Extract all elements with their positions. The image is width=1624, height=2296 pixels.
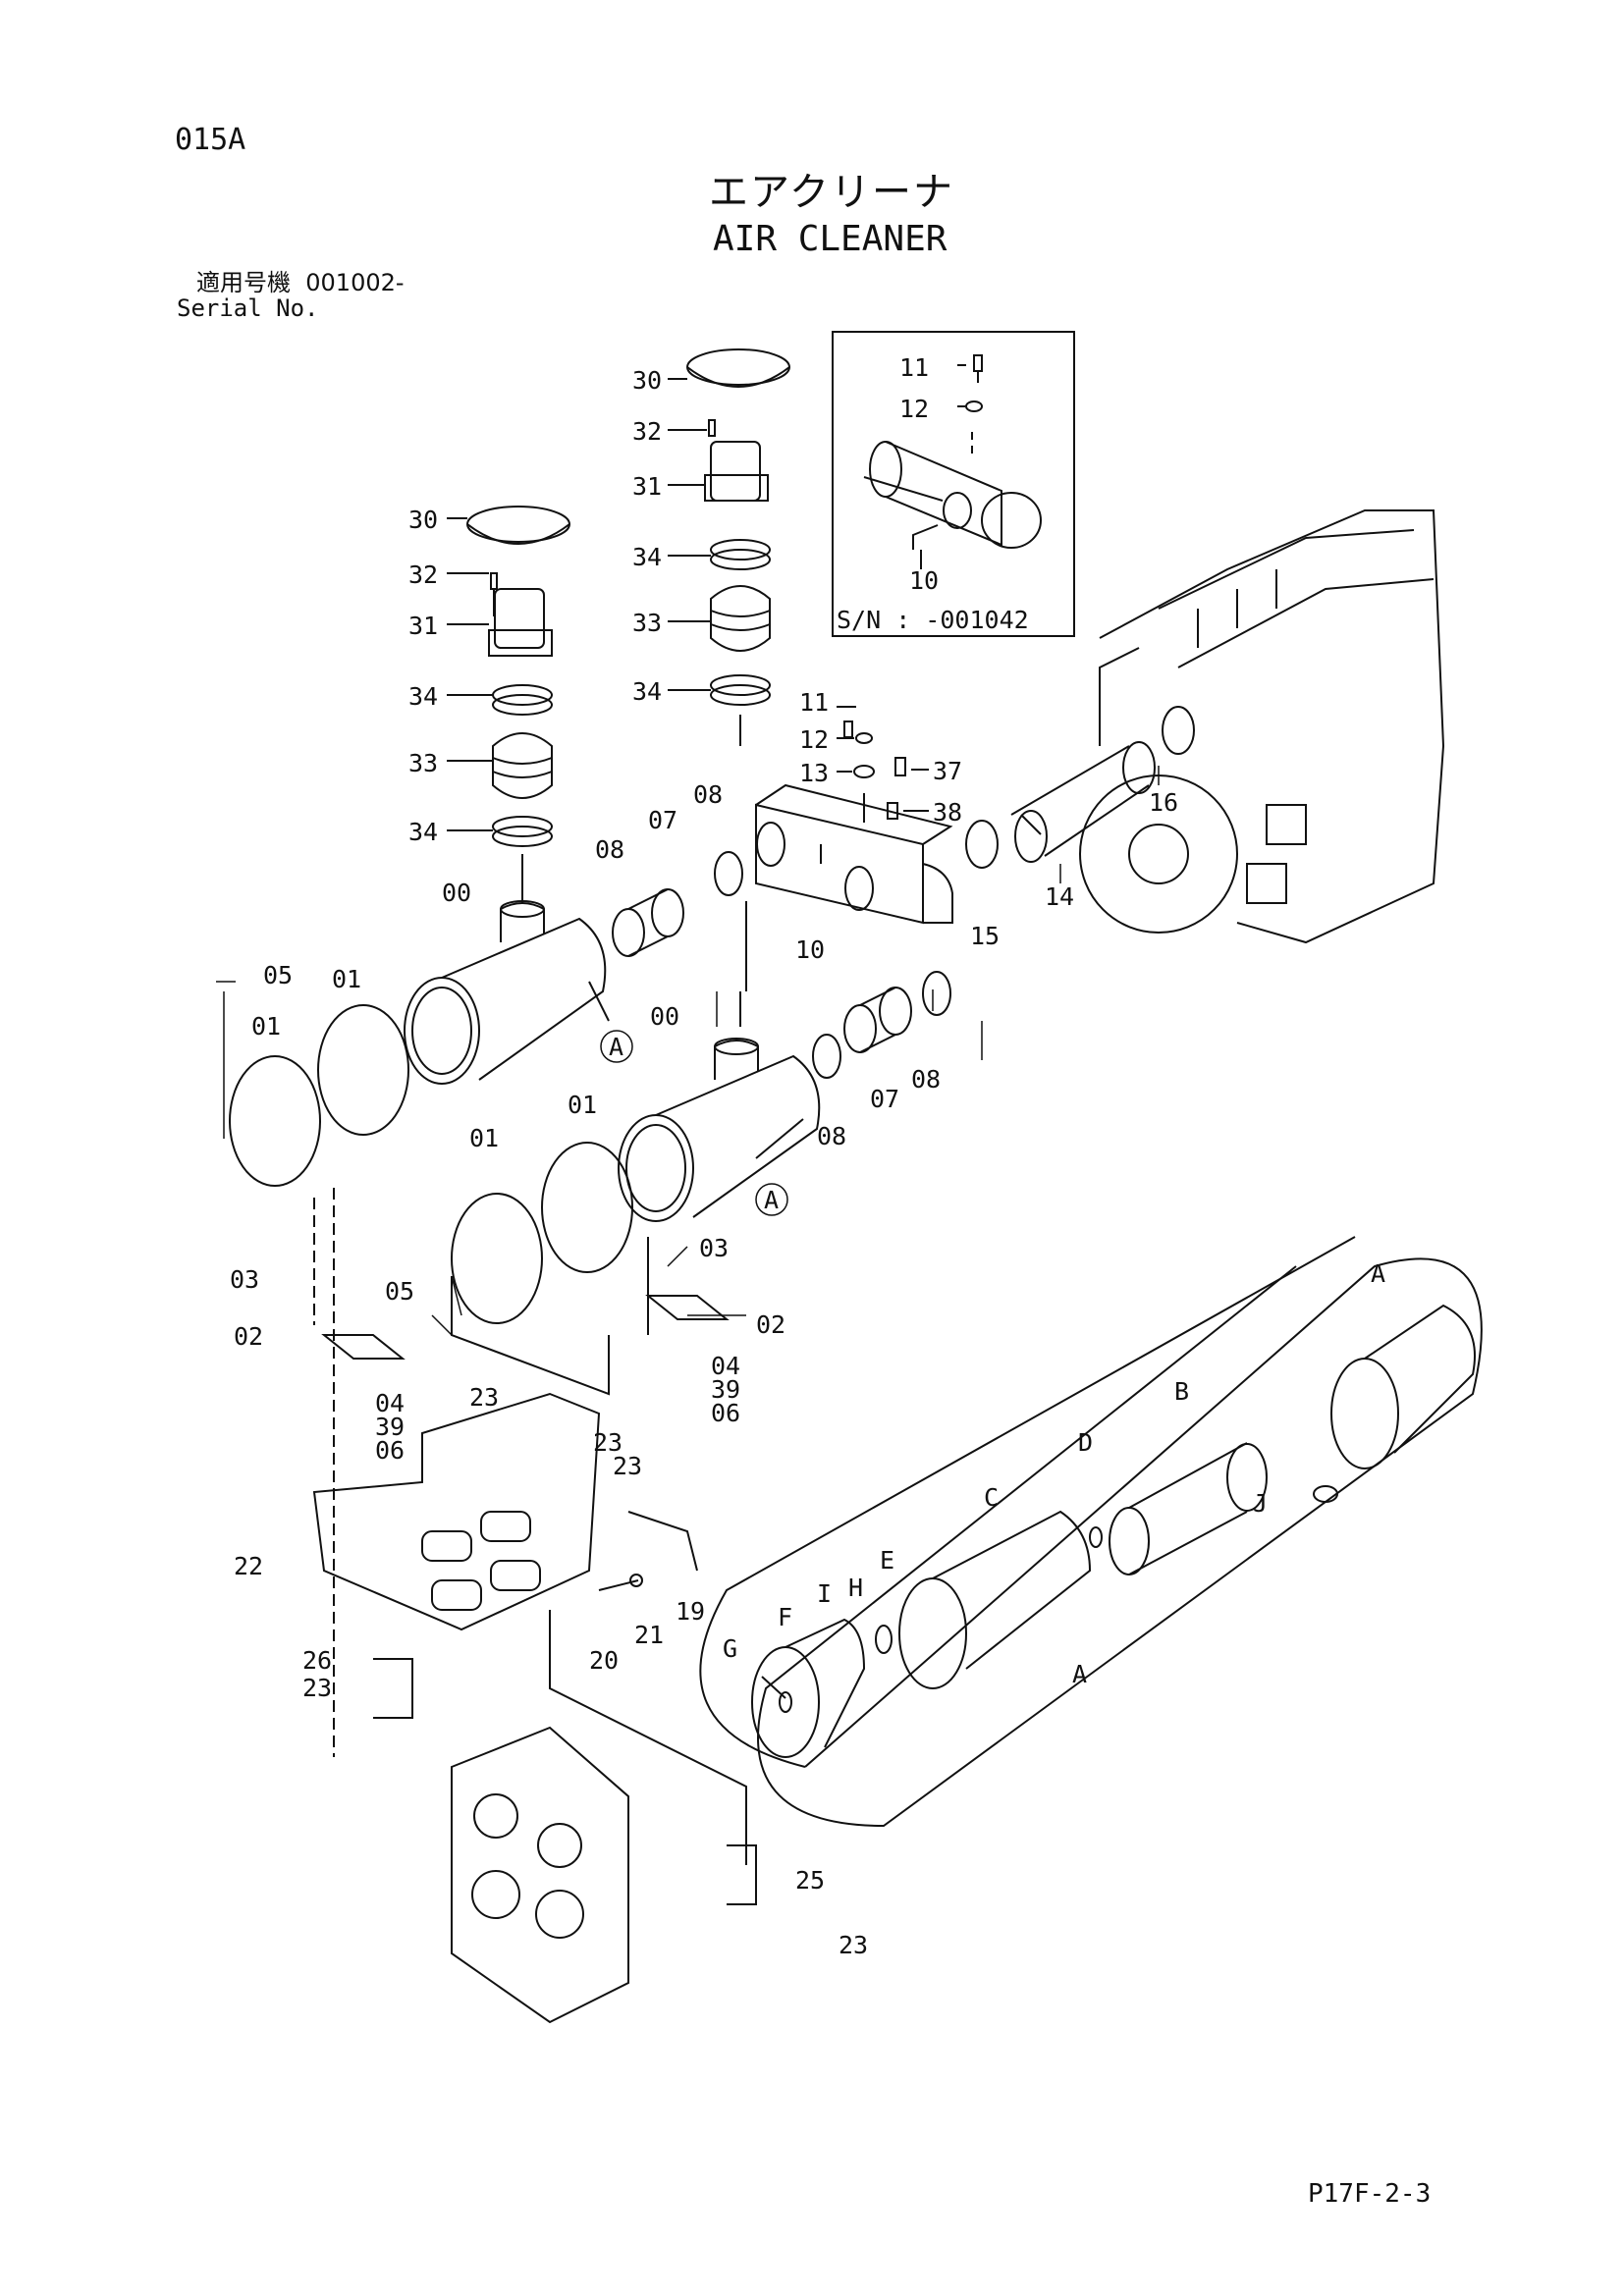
callout-label: 08 [817,1122,846,1150]
callout-label: 32 [408,561,438,589]
inset-panel [832,331,1075,637]
callout-label: 31 [408,612,438,640]
callout-label: 34 [632,543,662,571]
callout-label: 05 [263,961,293,989]
title-japanese: エアクリーナ [709,170,954,215]
callout-label: 30 [632,366,662,395]
title-english: AIR CLEANER [713,219,947,259]
callout-label: 01 [332,965,361,993]
callout-label: A [1371,1259,1385,1288]
callout-label: C [984,1483,999,1512]
callout-label: J [1253,1489,1268,1518]
callout-label: 01 [469,1124,499,1152]
page-id: P17F-2-3 [1308,2179,1432,2209]
callout-label: 10 [795,935,825,964]
callout-label: 03 [230,1265,259,1294]
callout-label: 00 [442,879,471,907]
callout-labels: 11 12 10 S/N : -001042 30 32 31 34 33 34… [230,353,1385,1959]
callout-label: 39 [375,1413,405,1441]
callout-label: 01 [568,1091,597,1119]
callout-label: 15 [970,922,1000,950]
callout-label: 07 [648,806,677,834]
center-stack [668,348,790,746]
callout-label: 34 [408,818,438,846]
callout-label: 02 [756,1310,785,1339]
callout-label: 23 [469,1383,499,1412]
callout-label: E [880,1546,894,1575]
callout-label: 34 [408,682,438,711]
callout-label: A [609,1033,623,1061]
callout-label: 00 [650,1002,679,1031]
callout-label: 06 [711,1399,740,1427]
callout-label: 32 [632,417,662,446]
connecting-hoses [612,706,1195,1079]
callout-label: 08 [693,780,723,809]
callout-label: B [1174,1377,1189,1406]
callout-label: 23 [613,1452,642,1480]
callout-label: 38 [933,798,962,827]
callout-label: 05 [385,1277,414,1306]
callout-label: 21 [634,1621,664,1649]
callout-label: 04 [375,1389,405,1417]
callout-label: 02 [234,1322,263,1351]
callout-label: I [817,1579,832,1608]
air-cleaner-housing-upper [404,900,610,1085]
callout-label: 04 [711,1352,740,1380]
callout-label: 23 [839,1931,868,1959]
band-clamps [229,1004,633,1324]
callout-label: 06 [375,1436,405,1465]
callout-label: 34 [632,677,662,706]
callout-label: 16 [1149,788,1178,817]
air-cleaner-housing-lower [618,1038,821,1222]
serial-value: 001002- [305,269,405,296]
callout-label: 11 [899,353,929,382]
callout-label: A [1072,1660,1087,1688]
callout-label: 25 [795,1866,825,1895]
intake-manifold [739,706,953,1027]
callout-label: 23 [302,1674,332,1702]
callout-label: 20 [589,1646,619,1675]
inset-caption: S/N : -001042 [837,606,1029,634]
callout-label: 13 [799,759,829,787]
filter-exploded-capsule [699,1236,1483,1828]
callout-label: A [764,1186,779,1214]
flywheel-housing [451,1726,757,2024]
engine-block [1079,509,1445,944]
leader-lines [216,766,1160,1336]
callout-label: 08 [595,835,624,864]
drawing-code: 015A [175,123,246,157]
callout-label: 22 [234,1552,263,1580]
callout-label: 23 [593,1428,623,1457]
callout-label: 10 [909,566,939,595]
callout-label: 08 [911,1065,941,1094]
serial-label-en: Serial No. [177,294,319,322]
callout-label: 14 [1045,882,1074,911]
callout-label: 33 [408,749,438,777]
callout-label: 01 [251,1012,281,1041]
callout-label: 30 [408,506,438,534]
serial-label-ja-text: 適用号機 [196,269,291,296]
callout-label: 11 [799,688,829,717]
callout-label: D [1078,1428,1093,1457]
callout-label: 03 [699,1234,729,1262]
callout-label: 07 [870,1085,899,1113]
callout-label: 33 [632,609,662,637]
callout-label: 31 [632,472,662,501]
serial-label-ja: 適用号機 001002- [196,271,405,294]
callout-label: G [723,1634,737,1663]
left-stack [447,506,570,903]
callout-label: 12 [899,395,929,423]
mounting-brackets [312,1188,747,1865]
callout-label: 26 [302,1646,332,1675]
callout-label: 12 [799,725,829,754]
callout-label: F [778,1603,792,1631]
callout-label: 39 [711,1375,740,1404]
callout-label: H [848,1574,863,1602]
callout-label: 19 [676,1597,705,1626]
callout-label: 37 [933,757,962,785]
